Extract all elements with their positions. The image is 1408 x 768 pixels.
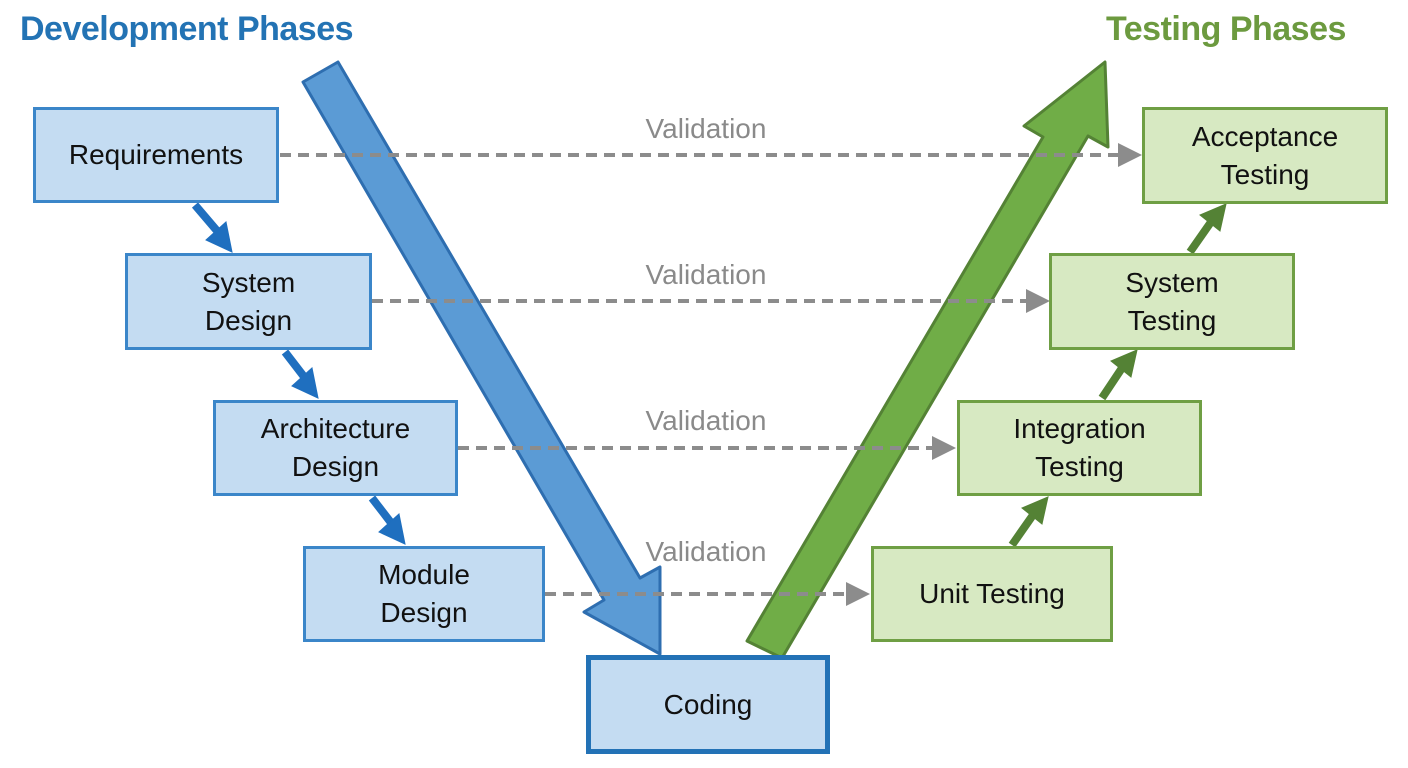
validation-label-unit: Validation [645,536,767,567]
system-design-box: System Design [125,253,372,350]
integration-testing-box: Integration Testing [957,400,1202,496]
validation-arrows [280,153,1120,596]
requirements-box: Requirements [33,107,279,203]
testing-phases-heading: Testing Phases [1106,10,1346,48]
system-testing-box: System Testing [1049,253,1295,350]
validation-label-integration: Validation [645,405,767,436]
unit-testing-box: Unit Testing [871,546,1113,642]
architecture-design-box: Architecture Design [213,400,458,496]
validation-label-system: Validation [645,259,767,290]
development-phases-heading: Development Phases [20,10,354,48]
validation-label-acceptance: Validation [645,113,767,144]
development-flow-arrow [301,60,662,656]
module-design-box: Module Design [303,546,545,642]
testing-step-arrows [1008,203,1227,548]
development-step-arrows [191,202,406,545]
testing-flow-arrow [745,60,1110,660]
acceptance-testing-box: Acceptance Testing [1142,107,1388,204]
coding-box: Coding [586,655,830,754]
validation-arrowheads [846,143,1142,606]
